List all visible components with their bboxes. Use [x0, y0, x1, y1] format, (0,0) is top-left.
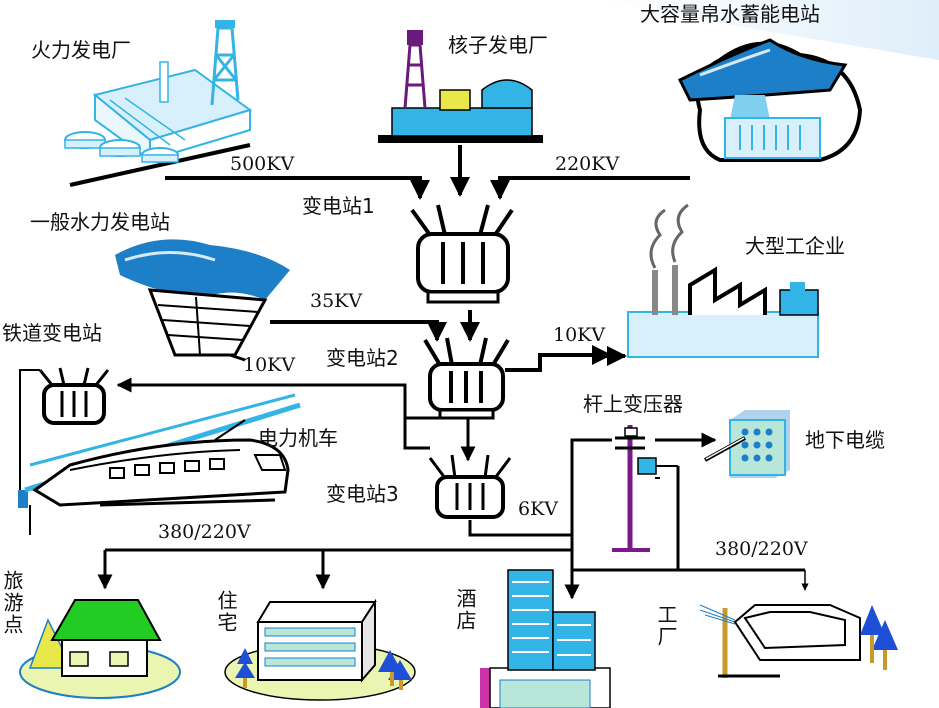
- background-swirl: [600, 0, 939, 60]
- substation3-transformer-icon: [428, 454, 512, 519]
- electric-locomotive-label: 电力机车: [258, 426, 338, 450]
- substation2-label: 变电站2: [326, 346, 399, 370]
- pole-transformer-label: 杆上变压器: [583, 392, 683, 416]
- line-railway-left: [19, 369, 40, 495]
- hotel-label: 酒店: [453, 588, 477, 632]
- tourist-spot-label: 旅游点: [0, 570, 24, 636]
- railway-substation-label: 铁道变电站: [2, 321, 102, 345]
- pumped-storage-icon: [677, 38, 863, 162]
- hydro-plant-icon: [115, 239, 290, 362]
- underground-cable-label: 地下电缆: [805, 428, 885, 452]
- pumped-storage-label: 大容量帛水蓄能电站: [640, 2, 820, 26]
- line-sub2-to-railway: [403, 416, 440, 450]
- substation3-label: 变电站3: [326, 482, 399, 506]
- factory-icon: [699, 604, 898, 678]
- railway-substation-icon: [38, 367, 110, 425]
- underground-cable-icon: [704, 410, 790, 478]
- residence-label: 住宅: [214, 590, 238, 634]
- voltage-35kv-label: 35KV: [310, 290, 363, 312]
- nuclear-plant-label: 核子发电厂: [448, 33, 548, 57]
- voltage-10kv-left-label: 10KV: [243, 354, 296, 376]
- voltage-10kv-right-label: 10KV: [553, 324, 606, 346]
- substation1-transformer-icon: [410, 204, 514, 304]
- substation1-label: 变电站1: [302, 194, 375, 218]
- residence-icon: [224, 598, 416, 701]
- low-voltage-lines: [97, 466, 809, 600]
- voltage-380-220v-right-label: 380/220V: [715, 538, 808, 560]
- mid-lines: [270, 310, 627, 372]
- thermal-plant-label: 火力发电厂: [31, 38, 131, 62]
- hotel-icon: [480, 569, 611, 708]
- transmission-lines-top: [165, 145, 690, 200]
- tourist-spot-icon: [19, 599, 181, 699]
- thermal-plant-icon: [64, 20, 253, 187]
- large-industry-icon: [627, 203, 819, 358]
- electric-locomotive-icon: [24, 393, 301, 507]
- factory-label: 工厂: [654, 604, 678, 648]
- pole-transformer-icon: [612, 425, 678, 552]
- substation2-transformer-icon: [423, 337, 510, 420]
- voltage-6kv-label: 6KV: [518, 498, 559, 520]
- voltage-380-220v-left-label: 380/220V: [158, 521, 251, 543]
- voltage-220kv-label: 220KV: [555, 153, 620, 175]
- hydro-plant-label: 一般水力发电站: [30, 210, 170, 234]
- large-industry-label: 大型工企业: [745, 234, 845, 258]
- nuclear-plant-icon: [378, 30, 543, 143]
- voltage-500kv-label: 500KV: [230, 153, 295, 175]
